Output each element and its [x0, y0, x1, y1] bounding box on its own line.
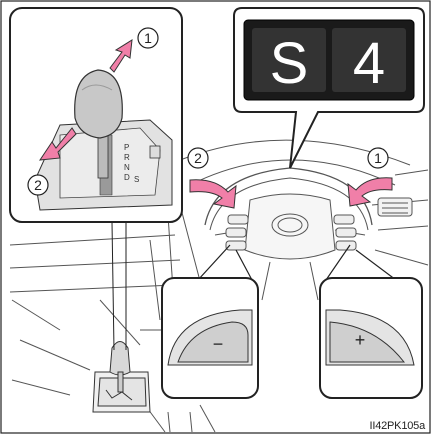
- shift-lever-closeup-panel: P R N D S 1 2: [10, 8, 182, 222]
- downshift-callout-number: 2: [34, 177, 42, 193]
- upshift-callout-number: 1: [144, 30, 152, 46]
- gate-label-s: S: [134, 175, 139, 184]
- gate-label-n: N: [124, 163, 130, 172]
- gate-label-p: P: [124, 143, 129, 152]
- right-paddle-callout-number: 1: [374, 150, 382, 166]
- reference-code: II42PK105a: [370, 420, 426, 432]
- mode-letter: S: [270, 31, 309, 96]
- gate-label-r: R: [124, 153, 130, 162]
- gear-number: 4: [353, 31, 385, 96]
- minus-symbol: −: [213, 334, 224, 354]
- left-paddle-callout-number: 2: [194, 150, 202, 166]
- gate-label-d: D: [124, 173, 130, 182]
- plus-symbol: +: [355, 330, 366, 350]
